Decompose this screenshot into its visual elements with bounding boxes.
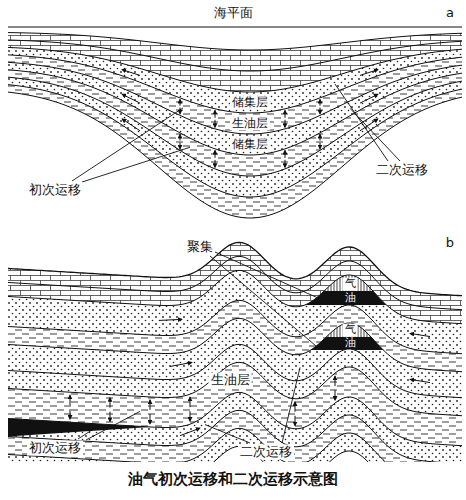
layer-boundary — [8, 242, 462, 295]
rock-layer — [8, 85, 462, 218]
layer-boundary — [8, 40, 462, 71]
migration-arrow — [285, 160, 286, 168]
migration-arrow — [180, 428, 200, 436]
layer-boundary — [8, 47, 462, 92]
migration-arrow — [160, 319, 182, 320]
layer-boundary — [8, 70, 462, 155]
migration-arrow — [190, 411, 191, 421]
layer-label: 二次运移 — [238, 445, 294, 460]
migration-arrow — [360, 94, 378, 103]
leader-line — [82, 147, 190, 182]
migration-arrow — [215, 160, 216, 168]
layer-label: 油 — [343, 292, 358, 305]
layer-boundary — [8, 256, 462, 309]
migration-arrow — [360, 70, 378, 76]
migration-arrow — [70, 409, 71, 419]
layer-boundary — [8, 85, 462, 197]
oil-wedge — [8, 418, 150, 436]
migration-arrow — [320, 134, 321, 140]
rock-layer — [8, 77, 462, 197]
migration-arrow — [320, 143, 321, 149]
layer-label: b — [444, 236, 456, 251]
leader-line — [78, 428, 95, 439]
layer-label: 油 — [343, 337, 358, 350]
layer-boundary — [8, 62, 462, 134]
leader-line — [205, 425, 250, 443]
migration-arrow — [70, 395, 71, 405]
migration-arrow — [215, 120, 216, 128]
migration-arrow — [170, 362, 192, 366]
layer-label: 气 — [343, 278, 358, 291]
panel-b — [8, 242, 462, 462]
layer-label: 生油层 — [209, 372, 252, 387]
migration-arrow — [180, 108, 181, 114]
migration-arrow — [122, 70, 140, 76]
leader-line — [282, 367, 300, 443]
layer-label: 储集层 — [230, 96, 270, 110]
migration-arrow — [295, 402, 296, 412]
migration-arrow — [180, 99, 181, 105]
migration-arrow — [410, 379, 430, 382]
layer-boundary — [8, 410, 462, 462]
leader-line — [72, 108, 183, 181]
layer-boundary — [8, 92, 462, 218]
migration-arrow — [320, 99, 321, 105]
migration-arrow — [335, 376, 336, 386]
layer-label: 海平面 — [212, 6, 255, 21]
layer-boundary — [8, 33, 462, 50]
layer-boundary — [8, 362, 462, 415]
migration-arrow — [410, 333, 430, 336]
layer-label: 生油层 — [230, 117, 270, 131]
layer-boundary — [8, 270, 462, 323]
layer-label: 气 — [343, 324, 358, 337]
migration-arrow — [122, 119, 140, 131]
layer-boundary — [8, 428, 462, 462]
migration-arrow — [110, 412, 111, 422]
migration-arrow — [190, 397, 191, 407]
layer-label: 储集层 — [230, 138, 270, 152]
migration-arrow — [320, 108, 321, 114]
migration-arrow — [150, 414, 151, 424]
panel-a — [8, 27, 462, 218]
leader-line — [215, 252, 318, 298]
layer-boundary — [8, 300, 462, 353]
migration-arrow — [285, 150, 286, 158]
migration-arrow — [180, 143, 181, 149]
migration-arrow — [180, 134, 181, 140]
layer-label: 聚集 — [185, 240, 215, 255]
migration-arrow — [110, 398, 111, 408]
layer-label: a — [444, 6, 456, 21]
migration-arrow — [335, 390, 336, 400]
migration-arrow — [295, 416, 296, 426]
figure-caption: 油气初次运移和二次运移示意图 — [0, 470, 466, 488]
layer-boundary — [8, 344, 462, 397]
migration-arrow — [285, 110, 286, 118]
sea-level-line — [8, 26, 462, 27]
migration-arrow — [150, 400, 151, 410]
migration-arrow — [285, 120, 286, 128]
leader-line — [86, 411, 140, 440]
leader-line — [335, 84, 388, 161]
migration-arrow — [122, 94, 140, 103]
migration-arrow — [215, 150, 216, 158]
layer-boundary — [8, 392, 462, 445]
layer-label: 二次运移 — [374, 163, 430, 178]
leader-line — [350, 108, 400, 161]
layer-label: 初次运移 — [27, 441, 83, 456]
migration-arrow — [215, 110, 216, 118]
leader-line — [210, 256, 316, 346]
layer-label: 初次运移 — [27, 183, 83, 198]
